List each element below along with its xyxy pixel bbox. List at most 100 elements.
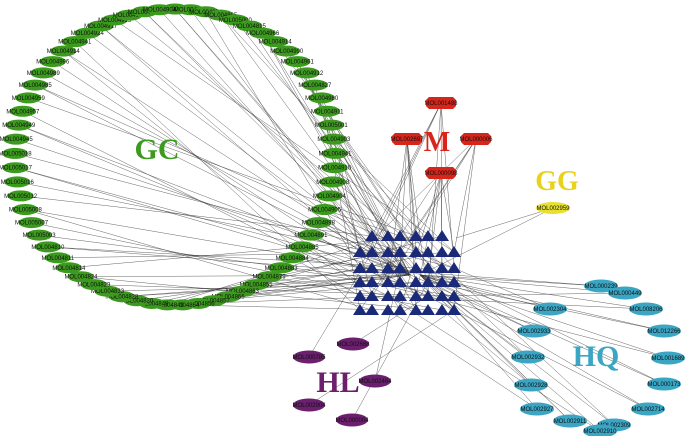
edge (205, 11, 361, 269)
edge (35, 84, 411, 276)
edge (371, 102, 442, 253)
svg-text:MOL004815: MOL004815 (233, 24, 267, 30)
hl-compound-node: MOL000004 (335, 413, 369, 427)
svg-text:MOL002714: MOL002714 (631, 407, 665, 413)
target-node (393, 246, 407, 257)
svg-text:MOL002933: MOL002933 (517, 329, 551, 335)
target-node (353, 276, 367, 287)
svg-text:MOL005007: MOL005007 (15, 221, 49, 227)
svg-text:MOL004989: MOL004989 (27, 71, 61, 77)
svg-text:MOL000098: MOL000098 (424, 171, 458, 177)
target-node (353, 304, 367, 315)
edge (334, 153, 443, 269)
svg-text:MOL000239: MOL000239 (584, 284, 618, 290)
gc-compound-node: MOL004885 (286, 241, 320, 253)
svg-text:MOL004863: MOL004863 (226, 289, 260, 295)
gc-compound-node: MOL005008 (9, 203, 43, 215)
target-node (365, 246, 379, 257)
svg-text:MOL004915: MOL004915 (98, 18, 132, 24)
svg-text:MOL002928: MOL002928 (514, 383, 548, 389)
target-node (421, 290, 435, 301)
target-node (435, 290, 449, 301)
edge (87, 33, 455, 311)
target-node (409, 304, 423, 315)
m-compound-node: MOL000006 (459, 133, 493, 145)
edge (198, 295, 401, 304)
edge (129, 14, 443, 269)
hq-compound-node: MOL001689 (651, 351, 685, 365)
edge (74, 41, 361, 311)
svg-text:MOL004914: MOL004914 (259, 40, 293, 46)
edge (63, 50, 411, 276)
svg-text:MOL002464: MOL002464 (358, 379, 392, 385)
svg-text:MOL004941: MOL004941 (58, 40, 92, 46)
edge (399, 138, 408, 269)
target-node (365, 276, 379, 287)
svg-text:MOL004945: MOL004945 (0, 137, 33, 143)
hq-compound-node: MOL008206 (629, 302, 663, 316)
svg-text:MOL005008: MOL005008 (9, 207, 43, 213)
svg-text:MOL004913: MOL004913 (113, 13, 147, 19)
svg-text:MOL004866: MOL004866 (212, 295, 246, 301)
svg-text:MOL002910: MOL002910 (583, 429, 617, 435)
gc-compound-node: MOL004966 (246, 27, 280, 39)
edge (39, 234, 401, 283)
edge (359, 251, 535, 332)
gc-compound-node: MOL004910 (318, 162, 352, 174)
svg-text:MOL004820: MOL004820 (120, 299, 154, 305)
svg-text:MOL004879: MOL004879 (253, 275, 287, 281)
edge (114, 19, 455, 253)
svg-text:MOL004884: MOL004884 (276, 256, 310, 262)
svg-text:MOL004828: MOL004828 (105, 295, 139, 301)
svg-text:MOL002304: MOL002304 (533, 307, 567, 313)
edge (371, 102, 442, 237)
edge (52, 61, 389, 283)
target-node (435, 304, 449, 315)
svg-text:MOL004864: MOL004864 (166, 303, 200, 309)
gc-compound-node: MOL004949 (2, 119, 36, 131)
hq-compound-node: MOL000239 (584, 279, 618, 293)
svg-text:MOL004827: MOL004827 (298, 83, 332, 89)
svg-text:MOL004917: MOL004917 (84, 24, 118, 30)
edge (427, 172, 442, 283)
gc-compound-node: MOL004914 (259, 36, 293, 48)
target-node (447, 276, 461, 287)
edge (80, 274, 411, 277)
svg-text:MOL004905: MOL004905 (308, 207, 342, 213)
svg-text:MOL004891: MOL004891 (294, 233, 328, 239)
edge (359, 138, 477, 311)
gc-compound-node: MOL004824 (64, 271, 98, 283)
svg-text:MOL004904: MOL004904 (143, 8, 177, 14)
edge (47, 246, 417, 269)
svg-text:MOL004885: MOL004885 (286, 245, 320, 251)
svg-text:MOL004808: MOL004808 (158, 7, 192, 13)
gc-compound-node: MOL004941 (318, 147, 352, 159)
target-node (393, 262, 407, 273)
target-node (409, 276, 423, 287)
edge (427, 267, 665, 385)
hq-compound-node: MOL002911 (553, 414, 587, 428)
target-node (421, 276, 435, 287)
edge (359, 138, 477, 253)
edge (429, 207, 554, 271)
edge (453, 138, 477, 311)
hq-group-label: HQ (573, 340, 620, 373)
svg-text:MOL004980: MOL004980 (305, 96, 339, 102)
edge (314, 85, 373, 297)
svg-text:MOL004996: MOL004996 (36, 60, 70, 66)
gc-compound-node: MOL005018 (0, 147, 32, 159)
svg-text:MOL004805: MOL004805 (204, 13, 238, 19)
svg-text:MOL002911: MOL002911 (554, 419, 587, 425)
svg-text:MOL004957: MOL004957 (6, 109, 40, 115)
target-node (365, 230, 379, 241)
svg-text:MOL004829: MOL004829 (77, 283, 111, 289)
svg-text:MOL005003: MOL005003 (23, 233, 57, 239)
hl-compound-node: MOL002464 (358, 374, 392, 388)
gc-compound-node: MOL004884 (276, 252, 310, 264)
gc-compound-node: MOL004912 (290, 67, 324, 79)
svg-text:MOL004910: MOL004910 (318, 166, 352, 172)
edge (15, 167, 411, 276)
gc-compound-node: MOL004996 (36, 56, 70, 68)
